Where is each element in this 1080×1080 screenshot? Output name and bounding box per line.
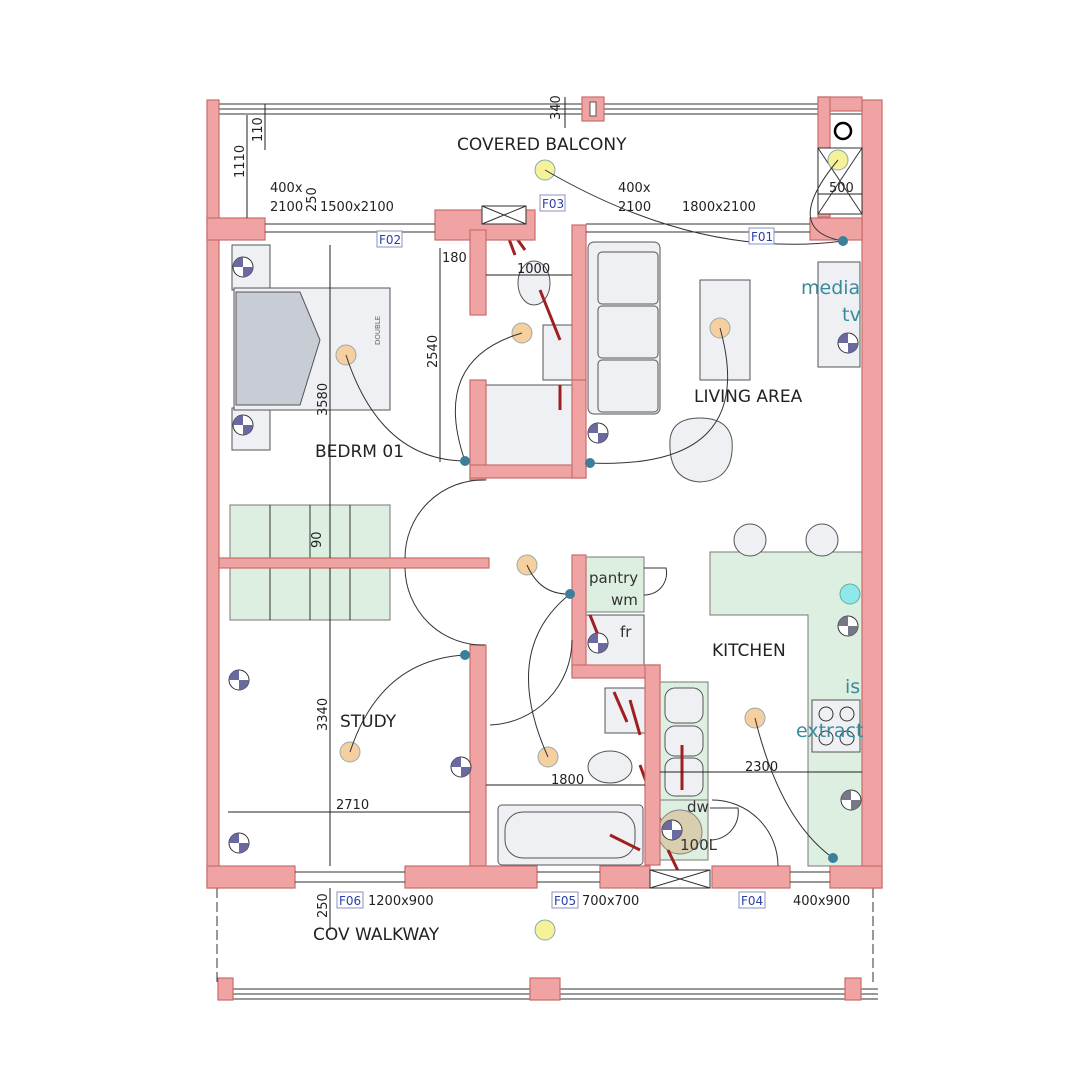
dim-1500x2100: 1500x2100 <box>320 200 394 215</box>
window-tag-f04: F04 <box>738 891 766 909</box>
svg-text:F03: F03 <box>542 197 564 211</box>
room-label-living: LIVING AREA <box>694 387 803 407</box>
media-label: media <box>801 277 860 299</box>
dishwasher-label: dw <box>687 798 709 816</box>
window-tag-f03: F03 <box>539 194 566 212</box>
dim-90: 90 <box>310 531 325 548</box>
dim-3340: 3340 <box>316 698 331 731</box>
room-label-balcony: COVERED BALCONY <box>457 135 627 155</box>
armchair <box>669 417 733 483</box>
window-tag-f05: F05 <box>551 891 579 909</box>
svg-text:F05: F05 <box>554 894 576 908</box>
switch-wiring <box>345 159 848 863</box>
dim-700x700: 700x700 <box>582 894 639 909</box>
kitchen-counter <box>709 523 863 867</box>
dim-180: 180 <box>442 251 467 266</box>
bed-label: DOUBLE <box>374 316 382 345</box>
coffee-table <box>699 279 751 381</box>
svg-text:F06: F06 <box>339 894 361 908</box>
walls <box>206 96 883 889</box>
dim-2710: 2710 <box>336 798 369 813</box>
dim-1800: 1800 <box>551 773 584 788</box>
windows <box>265 121 863 889</box>
bathroom-fixtures <box>485 260 651 866</box>
socket-outlets <box>228 256 862 854</box>
walkway-railing <box>216 888 878 1001</box>
fridge-label: fr <box>620 623 632 641</box>
bed: DOUBLE <box>231 244 391 451</box>
washing-machine-label: wm <box>611 591 638 609</box>
svg-text:F01: F01 <box>751 230 773 244</box>
island-label: is <box>845 676 860 698</box>
tv-label: tv <box>842 304 861 326</box>
sofa <box>587 241 661 415</box>
dim-window2-line1: 400x <box>618 181 651 196</box>
dim-window1-line2: 2100 <box>270 200 303 215</box>
dim-110: 110 <box>251 117 266 142</box>
dim-250-top: 250 <box>305 187 320 212</box>
dim-window1-line1: 400x <box>270 181 303 196</box>
window-tag-f06: F06 <box>336 891 364 909</box>
dim-3580: 3580 <box>316 383 331 416</box>
dim-window2-line2: 2100 <box>618 200 651 215</box>
svg-text:F04: F04 <box>741 894 763 908</box>
room-label-study: STUDY <box>340 712 397 732</box>
dim-400x900: 400x900 <box>793 894 850 909</box>
extractor-label: extract <box>796 720 863 742</box>
room-label-bedroom: BEDRM 01 <box>315 442 404 462</box>
dim-500: 500 <box>829 181 854 196</box>
door-swings <box>404 479 779 867</box>
dim-340: 340 <box>549 95 564 120</box>
dim-1200x900: 1200x900 <box>368 894 434 909</box>
window-tag-f01: F01 <box>748 227 775 245</box>
dim-1800x2100: 1800x2100 <box>682 200 756 215</box>
dim-1000: 1000 <box>517 262 550 277</box>
dim-1110: 1110 <box>233 145 248 178</box>
svg-text:F02: F02 <box>379 233 401 247</box>
dimension-lines <box>228 97 862 930</box>
balcony-railing <box>219 96 862 122</box>
dim-2300: 2300 <box>745 760 778 775</box>
dim-2540: 2540 <box>426 335 441 368</box>
room-label-walkway: COV WALKWAY <box>313 925 440 945</box>
dim-250-bottom: 250 <box>316 893 331 918</box>
room-label-kitchen: KITCHEN <box>712 641 786 661</box>
sink <box>659 681 709 801</box>
pantry-label: pantry <box>589 569 638 587</box>
window-tag-f02: F02 <box>376 230 403 248</box>
geyser-label: 100L <box>680 836 718 854</box>
